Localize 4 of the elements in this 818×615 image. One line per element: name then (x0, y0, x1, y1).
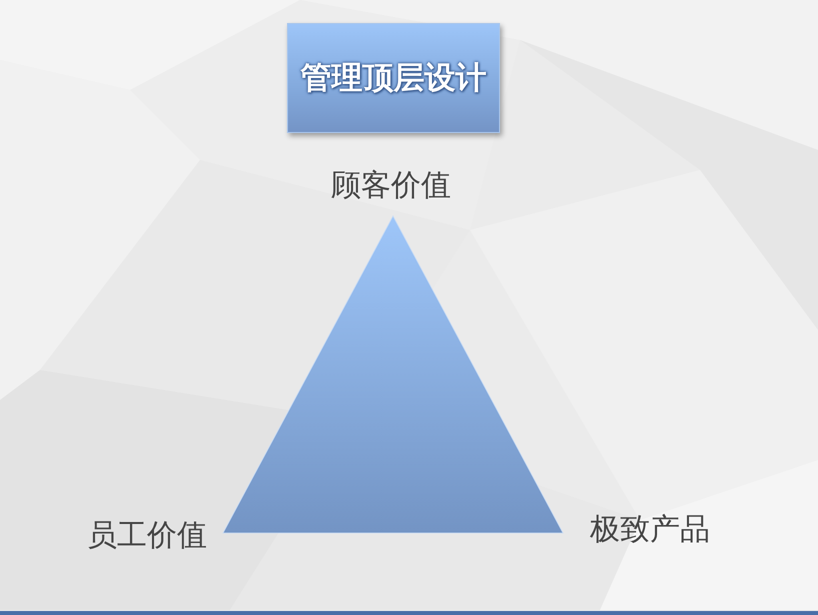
title-banner: 管理顶层设计 (287, 23, 500, 133)
vertex-label: 员工价值 (87, 518, 207, 554)
vertex-label: 极致产品 (590, 512, 710, 548)
vertex-label: 顾客价值 (331, 168, 451, 204)
